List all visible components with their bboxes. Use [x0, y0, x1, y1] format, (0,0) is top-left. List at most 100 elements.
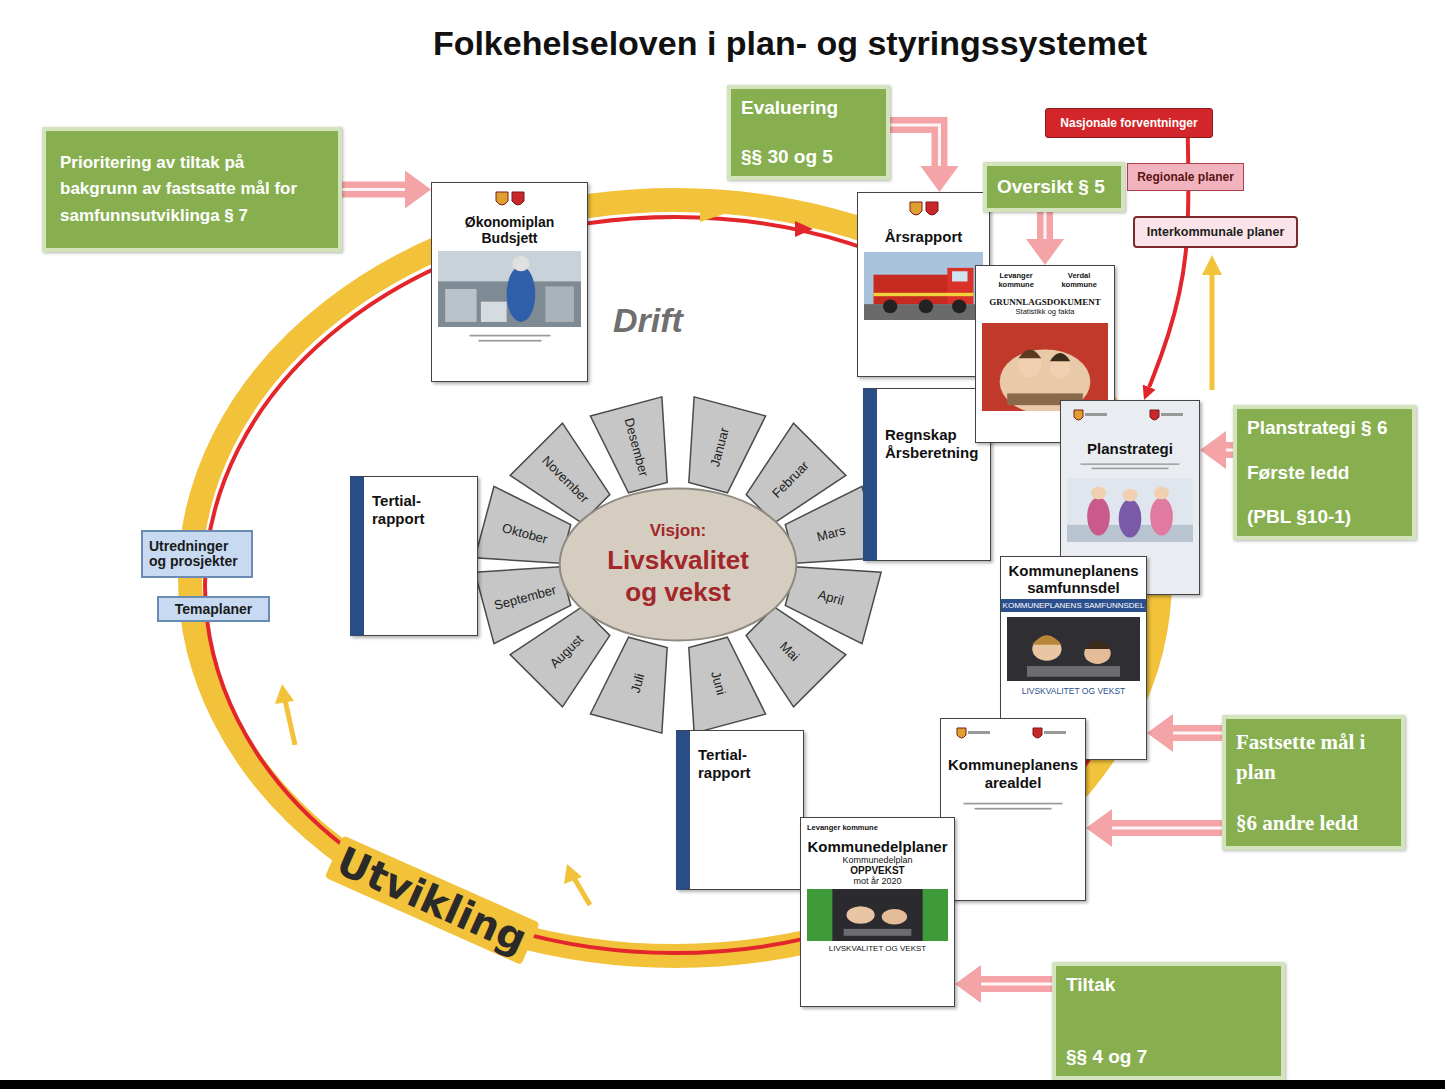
illustration-part — [560, 489, 797, 641]
node-text: KOMMUNEPLANENS SAMFUNNSDEL — [1001, 601, 1146, 610]
connector-line — [1226, 442, 1233, 458]
connector-line — [1037, 212, 1053, 239]
node-text: Planstrategi § 6 — [1247, 417, 1402, 439]
illustration-part — [1087, 497, 1110, 535]
month-segment: Juni — [671, 632, 766, 733]
girls-picture — [1067, 478, 1193, 542]
connector-arrow — [342, 189, 405, 190]
law-box: Oversikt § 5 — [983, 162, 1125, 212]
illustration-part — [1150, 410, 1159, 420]
phase-label: Utvikling — [325, 835, 540, 964]
illustration-part — [846, 906, 874, 923]
connector-highlight — [1044, 212, 1047, 239]
connector-arrow — [981, 984, 1052, 985]
kitchen-picture — [438, 251, 581, 327]
node-text: Planstrategi — [1087, 440, 1173, 457]
branch-arrow — [1210, 272, 1215, 390]
illustration-part — [952, 300, 966, 314]
branch-arrow — [285, 700, 295, 745]
node-text: mot år 2020 — [853, 876, 901, 886]
illustration-part — [1161, 413, 1183, 416]
logo-picture — [493, 191, 527, 209]
node-text: Oversikt § 5 — [997, 176, 1111, 198]
node-text: Fastsette mål i plan — [1236, 727, 1391, 788]
cycle-arrowhead — [700, 206, 724, 222]
text-row: Levanger kommuneVerdal kommune — [982, 271, 1108, 289]
node-text: Prioritering av tiltak på bakgrunn av fa… — [60, 150, 324, 229]
illustration-part — [1150, 497, 1173, 535]
illustration-part — [1067, 478, 1193, 542]
node-text: Temaplaner — [175, 602, 253, 617]
connector-highlight — [1112, 827, 1222, 830]
connector-arrow — [890, 125, 939, 166]
illustration-part — [1084, 640, 1111, 649]
node-text: Regionale planer — [1137, 170, 1234, 184]
illustration-part — [1033, 728, 1042, 738]
node-text: GRUNNLAGSDOKUMENT — [989, 297, 1101, 307]
node-text: §§ 4 og 7 — [1066, 1046, 1271, 1068]
law-box: Tiltak §§ 4 og 7 — [1052, 962, 1285, 1080]
illustration-part — [907, 201, 941, 219]
bottom-bar — [0, 1080, 1445, 1089]
document-page: Tertial- rapport — [350, 476, 478, 636]
node-text: Statistikk og fakta — [1016, 307, 1075, 316]
illustration-part — [672, 397, 765, 497]
kids2-picture — [807, 889, 948, 941]
study-box: Utredninger og prosjekter — [141, 530, 253, 578]
illustration-part — [1092, 468, 1169, 469]
illustration-part — [1154, 487, 1169, 500]
month-segment: Januar — [671, 397, 766, 498]
branch-arrow — [574, 878, 590, 905]
phase-label: Drift — [613, 301, 683, 340]
illustration-part — [1007, 617, 1140, 681]
fine-picture — [958, 801, 1068, 813]
connector-arrow — [1112, 828, 1222, 829]
illustration-part — [982, 323, 1108, 411]
node-text: §§ 30 og 5 — [741, 146, 876, 168]
illustration-part — [1119, 499, 1142, 537]
plan-box: Regionale planer — [1127, 163, 1244, 191]
illustration-part — [493, 191, 527, 209]
illustration-part — [590, 633, 683, 733]
node-text: Verdal kommune — [1050, 271, 1108, 289]
illustration-part — [512, 256, 529, 271]
illustration-part — [1081, 463, 1180, 464]
branch-arrowhead — [275, 684, 294, 704]
node-text: Kommuneplanens arealdel — [947, 756, 1079, 792]
connector-highlight — [342, 188, 405, 191]
illustration-part — [947, 268, 973, 304]
document-page: Tertial- rapport — [676, 730, 804, 890]
node-text: LIVSKVALITET OG VEKST — [829, 944, 927, 953]
illustration-part — [952, 271, 967, 281]
illustration-part — [958, 801, 1068, 813]
illustration-part — [1007, 617, 1140, 681]
node-text: Levanger kommune — [982, 271, 1050, 289]
branch-arrowhead — [1202, 255, 1222, 275]
truck-picture — [864, 252, 983, 320]
illustration-part — [807, 889, 948, 941]
illustration-part — [1019, 349, 1042, 358]
illustration-part — [475, 550, 575, 643]
cycle-arrowhead — [795, 221, 813, 237]
illustration-part — [975, 808, 1052, 810]
node-text: Kommuneplanens samfunnsdel — [1007, 562, 1140, 597]
node-text: Tiltak — [1066, 974, 1271, 996]
node-text: OPPVEKST — [850, 865, 904, 876]
node-text: Interkommunale planer — [1147, 225, 1285, 239]
node-text: Første ledd — [1247, 462, 1402, 484]
illustration-part — [957, 728, 966, 738]
node-text: Utredninger og prosjekter — [149, 539, 245, 568]
title-band: KOMMUNEPLANENS SAMFUNNSDEL — [1001, 599, 1146, 612]
connector-line — [1112, 820, 1222, 836]
node-text: Kommunedelplaner — [807, 838, 947, 855]
node-text: Kommunedelplan — [842, 855, 912, 865]
goal-box: Prioritering av tiltak på bakgrunn av fa… — [42, 127, 342, 252]
study-box: Temaplaner — [157, 596, 270, 622]
document-page: Årsrapport — [857, 192, 990, 377]
document-page: Regnskap Årsberetning — [863, 388, 991, 561]
connector-arrow — [1045, 212, 1046, 239]
illustration-part — [1075, 462, 1185, 472]
illustration-part — [910, 202, 922, 215]
illustration-part — [1050, 353, 1070, 361]
